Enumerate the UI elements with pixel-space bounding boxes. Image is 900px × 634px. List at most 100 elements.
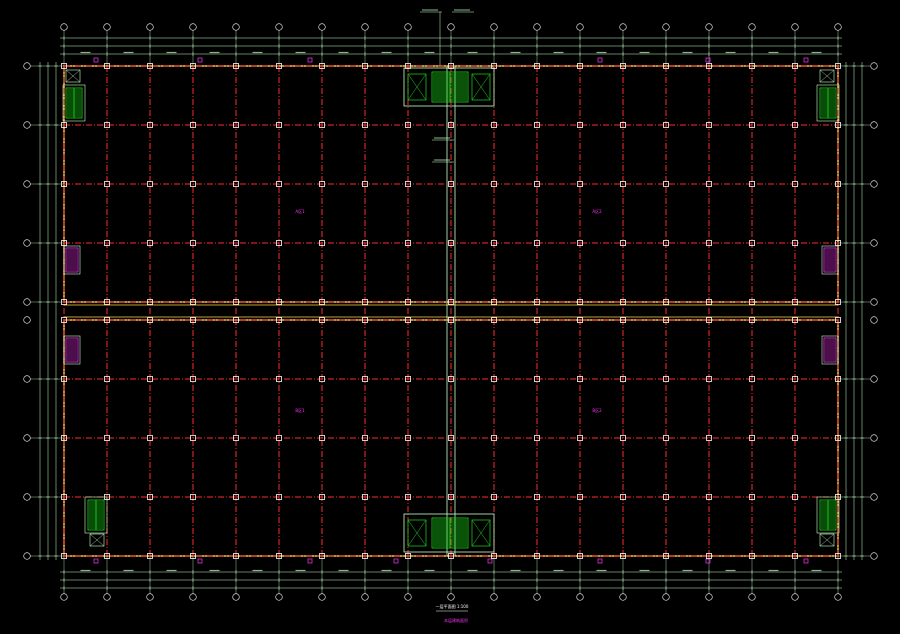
structural-column bbox=[190, 553, 196, 559]
stair-enclosure bbox=[63, 335, 81, 365]
structural-column bbox=[577, 63, 583, 69]
structural-column bbox=[835, 122, 841, 128]
structural-column bbox=[706, 181, 712, 187]
axis-bubble-bottom bbox=[232, 593, 240, 601]
structural-column bbox=[276, 435, 282, 441]
axis-bubble-bottom bbox=[490, 593, 498, 601]
structural-column bbox=[534, 376, 540, 382]
lift-shaft bbox=[819, 533, 835, 547]
door-marker bbox=[803, 558, 809, 564]
structural-column bbox=[706, 240, 712, 246]
stair-enclosure bbox=[63, 245, 81, 275]
room-label-a1: A区1 bbox=[295, 209, 305, 214]
axis-bubble-right bbox=[870, 62, 878, 70]
structural-column bbox=[448, 317, 454, 323]
axis-bubble-top bbox=[533, 23, 541, 31]
structural-column bbox=[534, 435, 540, 441]
axis-bubble-top bbox=[447, 23, 455, 31]
dimension-layer bbox=[30, 30, 870, 594]
structural-column bbox=[448, 435, 454, 441]
core-lift-shaft bbox=[471, 73, 491, 101]
axis-bubble-left bbox=[23, 239, 31, 247]
structural-column bbox=[276, 181, 282, 187]
structural-column bbox=[405, 299, 411, 305]
stair-core-southeast bbox=[816, 496, 840, 534]
axis-bubble-top bbox=[834, 23, 842, 31]
structural-column bbox=[190, 317, 196, 323]
structural-column bbox=[577, 317, 583, 323]
axis-bubble-top bbox=[662, 23, 670, 31]
structural-column bbox=[362, 63, 368, 69]
axis-bubble-top bbox=[490, 23, 498, 31]
structural-column bbox=[835, 317, 841, 323]
room-label-layer: A区1 A区2 B区1 B区2 bbox=[295, 209, 602, 413]
structural-column bbox=[534, 181, 540, 187]
door-marker bbox=[197, 558, 203, 564]
structural-column bbox=[276, 494, 282, 500]
structural-column bbox=[749, 494, 755, 500]
stair-enclosure bbox=[821, 335, 839, 365]
structural-column bbox=[276, 63, 282, 69]
axis-bubble-top bbox=[60, 23, 68, 31]
structural-column bbox=[749, 63, 755, 69]
axis-bubble-left bbox=[23, 180, 31, 188]
axis-bubble-bottom bbox=[576, 593, 584, 601]
structural-column bbox=[706, 122, 712, 128]
stair-core-east-lower bbox=[821, 335, 839, 365]
structural-column bbox=[147, 494, 153, 500]
axis-bubble-bottom bbox=[103, 593, 111, 601]
stair-core-east-upper bbox=[821, 245, 839, 275]
lift-shaft-cross bbox=[65, 69, 81, 83]
structural-column bbox=[147, 181, 153, 187]
structural-column bbox=[534, 122, 540, 128]
axis-bubble-top bbox=[576, 23, 584, 31]
axis-bubble-bottom bbox=[318, 593, 326, 601]
structural-column bbox=[147, 317, 153, 323]
door-marker bbox=[597, 558, 603, 564]
axis-bubble-bottom bbox=[361, 593, 369, 601]
structural-column bbox=[835, 181, 841, 187]
structural-column bbox=[104, 240, 110, 246]
structural-column bbox=[448, 494, 454, 500]
axis-bubble-right bbox=[870, 493, 878, 501]
structural-column bbox=[362, 494, 368, 500]
structural-column bbox=[792, 435, 798, 441]
structural-column bbox=[706, 435, 712, 441]
lift-shaft bbox=[819, 69, 835, 83]
structural-column bbox=[448, 240, 454, 246]
structural-column bbox=[663, 122, 669, 128]
structural-column bbox=[749, 122, 755, 128]
door-marker bbox=[307, 558, 313, 564]
structural-grid-layer bbox=[61, 63, 841, 559]
structural-column bbox=[491, 435, 497, 441]
structural-column bbox=[706, 553, 712, 559]
structural-column bbox=[190, 122, 196, 128]
structural-column bbox=[147, 435, 153, 441]
structural-column bbox=[448, 553, 454, 559]
structural-column bbox=[534, 494, 540, 500]
room-label-a2: A区2 bbox=[592, 209, 602, 214]
door-marker bbox=[705, 57, 711, 63]
axis-bubble-top bbox=[748, 23, 756, 31]
structural-column bbox=[61, 376, 67, 382]
axis-bubble-bottom bbox=[146, 593, 154, 601]
structural-column bbox=[405, 376, 411, 382]
structural-column bbox=[534, 63, 540, 69]
structural-column bbox=[835, 63, 841, 69]
structural-column bbox=[362, 240, 368, 246]
structural-column bbox=[448, 376, 454, 382]
structural-column bbox=[233, 317, 239, 323]
structural-column bbox=[147, 240, 153, 246]
structural-column bbox=[577, 553, 583, 559]
structural-column bbox=[491, 317, 497, 323]
axis-bubble-right bbox=[870, 434, 878, 442]
structural-column bbox=[147, 299, 153, 305]
structural-column bbox=[577, 376, 583, 382]
structural-column bbox=[362, 553, 368, 559]
structural-column bbox=[534, 317, 540, 323]
axis-bubble-bottom bbox=[533, 593, 541, 601]
axis-bubble-top bbox=[705, 23, 713, 31]
structural-column bbox=[663, 181, 669, 187]
axis-bubble-right bbox=[870, 121, 878, 129]
